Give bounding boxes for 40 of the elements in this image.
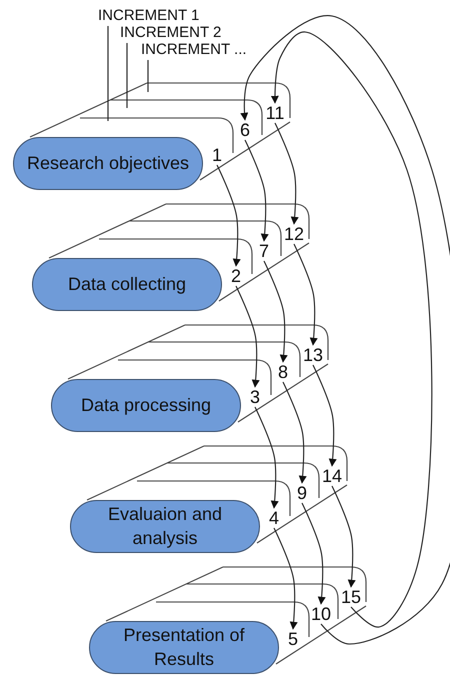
loop-arrow bbox=[240, 15, 450, 645]
arrow bbox=[312, 364, 337, 467]
step-number: 7 bbox=[257, 241, 271, 261]
step-number: 13 bbox=[301, 345, 325, 365]
leader-line bbox=[107, 26, 109, 121]
step-number: 14 bbox=[320, 466, 344, 486]
arrow bbox=[302, 502, 326, 605]
arrow bbox=[274, 122, 299, 225]
step-number: 10 bbox=[309, 604, 333, 624]
leader-line bbox=[147, 60, 149, 92]
arrow bbox=[244, 140, 269, 242]
arrow bbox=[254, 406, 279, 509]
stage-pill: Presentation of Results bbox=[89, 621, 279, 674]
step-number: 8 bbox=[276, 362, 290, 382]
stage-pill: Data processing bbox=[51, 379, 241, 432]
step-number: 3 bbox=[248, 387, 262, 407]
increment-label: INCREMENT 2 bbox=[120, 24, 220, 42]
step-number: 11 bbox=[263, 103, 287, 123]
leader-line bbox=[126, 43, 128, 108]
step-number: 12 bbox=[282, 224, 306, 244]
step-number: 4 bbox=[267, 508, 281, 528]
arrow bbox=[216, 164, 241, 267]
arrow bbox=[274, 528, 298, 630]
stage-pill: Data collecting bbox=[32, 258, 222, 311]
step-number: 5 bbox=[286, 629, 300, 649]
arrow bbox=[282, 382, 307, 484]
step-number: 15 bbox=[339, 587, 363, 607]
step-number: 1 bbox=[210, 145, 224, 165]
loop-arrow bbox=[270, 31, 432, 628]
arrow bbox=[294, 244, 318, 346]
stage-pill: Research objectives bbox=[13, 137, 203, 190]
step-number: 6 bbox=[238, 120, 252, 140]
increment-label: INCREMENT 1 bbox=[98, 7, 198, 25]
stage-pill: Evaluaion and analysis bbox=[70, 500, 260, 553]
arrow bbox=[236, 286, 260, 388]
increment-label: INCREMENT ... bbox=[141, 41, 251, 59]
step-number: 2 bbox=[229, 266, 243, 286]
step-number: 9 bbox=[295, 483, 309, 503]
arrow bbox=[264, 260, 288, 363]
arrow bbox=[332, 486, 356, 588]
